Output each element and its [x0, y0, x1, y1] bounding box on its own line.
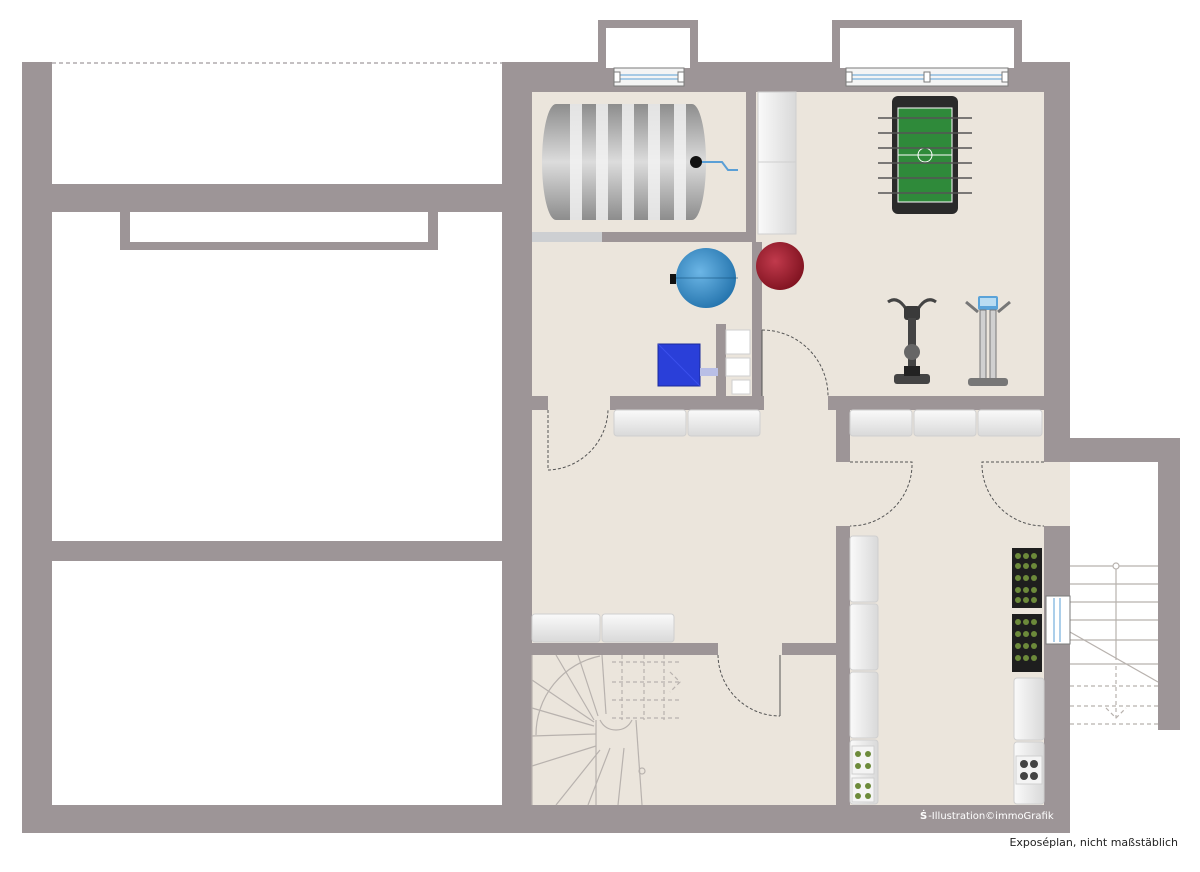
shelving-icon — [531, 613, 675, 643]
exercise-bike-icon — [887, 298, 937, 384]
wine-rack-icon — [851, 745, 875, 803]
window-icon — [613, 67, 685, 87]
door-swing-icon — [547, 329, 1045, 717]
shelving-icon — [757, 91, 797, 235]
credit-text: -Illustration©immoGrafik — [928, 811, 1054, 822]
utility-box-stack — [725, 329, 751, 395]
oil-tank-icon — [542, 104, 738, 220]
exercise-ball-icon — [756, 242, 804, 290]
window-icon — [845, 67, 1009, 87]
staircase-icon — [531, 654, 681, 806]
door-threshold — [532, 232, 602, 242]
elliptical-trainer-icon — [965, 296, 1011, 386]
staircase-icon — [1045, 438, 1180, 730]
wine-rack-icon — [1012, 614, 1042, 672]
plan-caption: Exposéplan, nicht maßstäblich — [1009, 836, 1178, 849]
illustration-credit: Ṡ-Illustration©immoGrafik — [920, 811, 1054, 822]
water-heater-icon — [670, 248, 738, 308]
foosball-table-icon — [878, 96, 972, 214]
pump-icon — [657, 343, 718, 387]
wine-rack-icon — [1015, 755, 1043, 785]
shelving-icon — [849, 409, 1043, 437]
shelving-icon — [613, 409, 761, 437]
wine-rack-icon — [1012, 548, 1042, 608]
credit-logo: Ṡ — [920, 811, 928, 822]
left-section-walls — [22, 62, 1070, 833]
